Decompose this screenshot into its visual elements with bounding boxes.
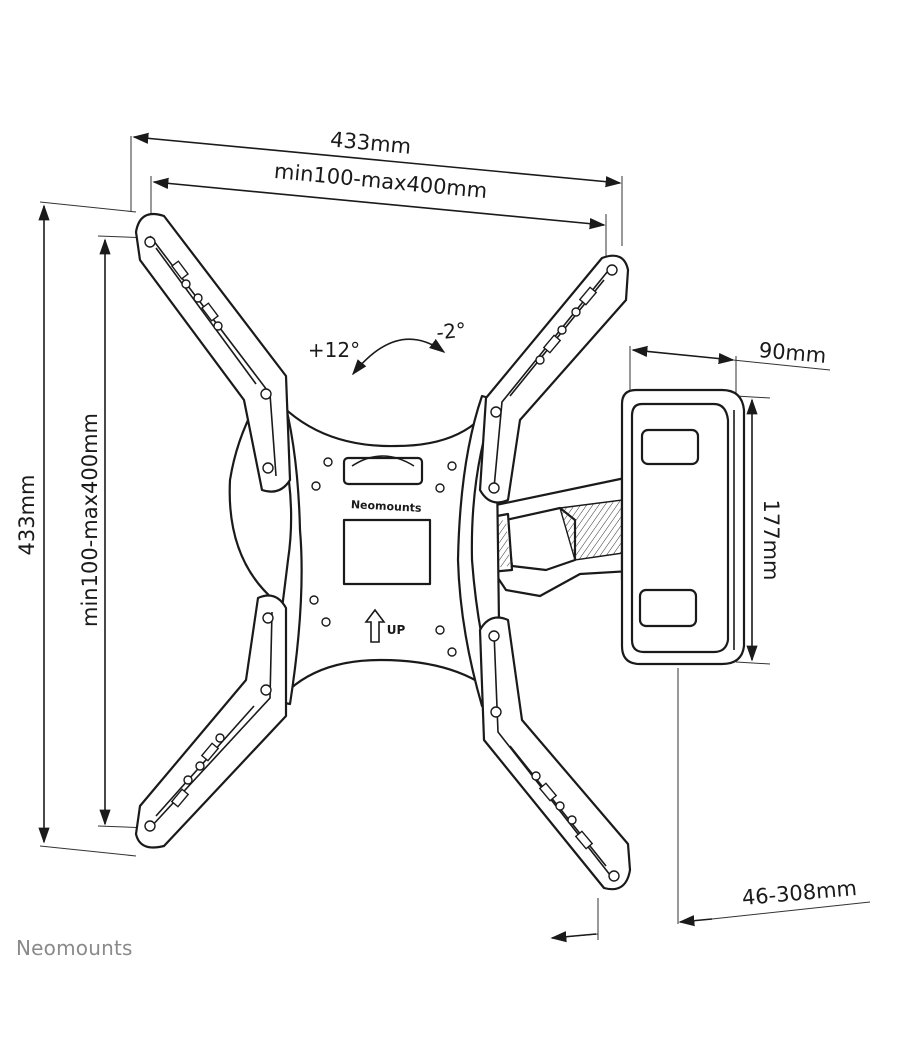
wall-plate [620,388,746,666]
tilt-up-label: +12° [308,338,360,362]
bracket-top-left [134,212,292,493]
tilt-down-label: -2° [435,318,467,345]
overall-width-label: 433mm [329,127,412,159]
dimension-lines [38,132,871,943]
plate-logo: Neomounts [351,498,423,515]
plate-up-label: UP [387,623,406,637]
up-arrow [364,608,386,643]
bracket-top-right [478,254,630,504]
wallplate-depth-label: 90mm [758,338,827,368]
bracket-bottom-right [478,616,632,891]
wallplate-height-label: 177mm [759,500,783,581]
vesa-height-label: min100-max400mm [78,413,102,627]
vesa-plate: Neomounts UP [228,386,502,714]
bracket-bottom-left [134,594,288,849]
overall-height-label: 433mm [15,475,39,556]
tilt-arrow [351,338,446,376]
brand-logo: Neomounts [16,936,133,960]
